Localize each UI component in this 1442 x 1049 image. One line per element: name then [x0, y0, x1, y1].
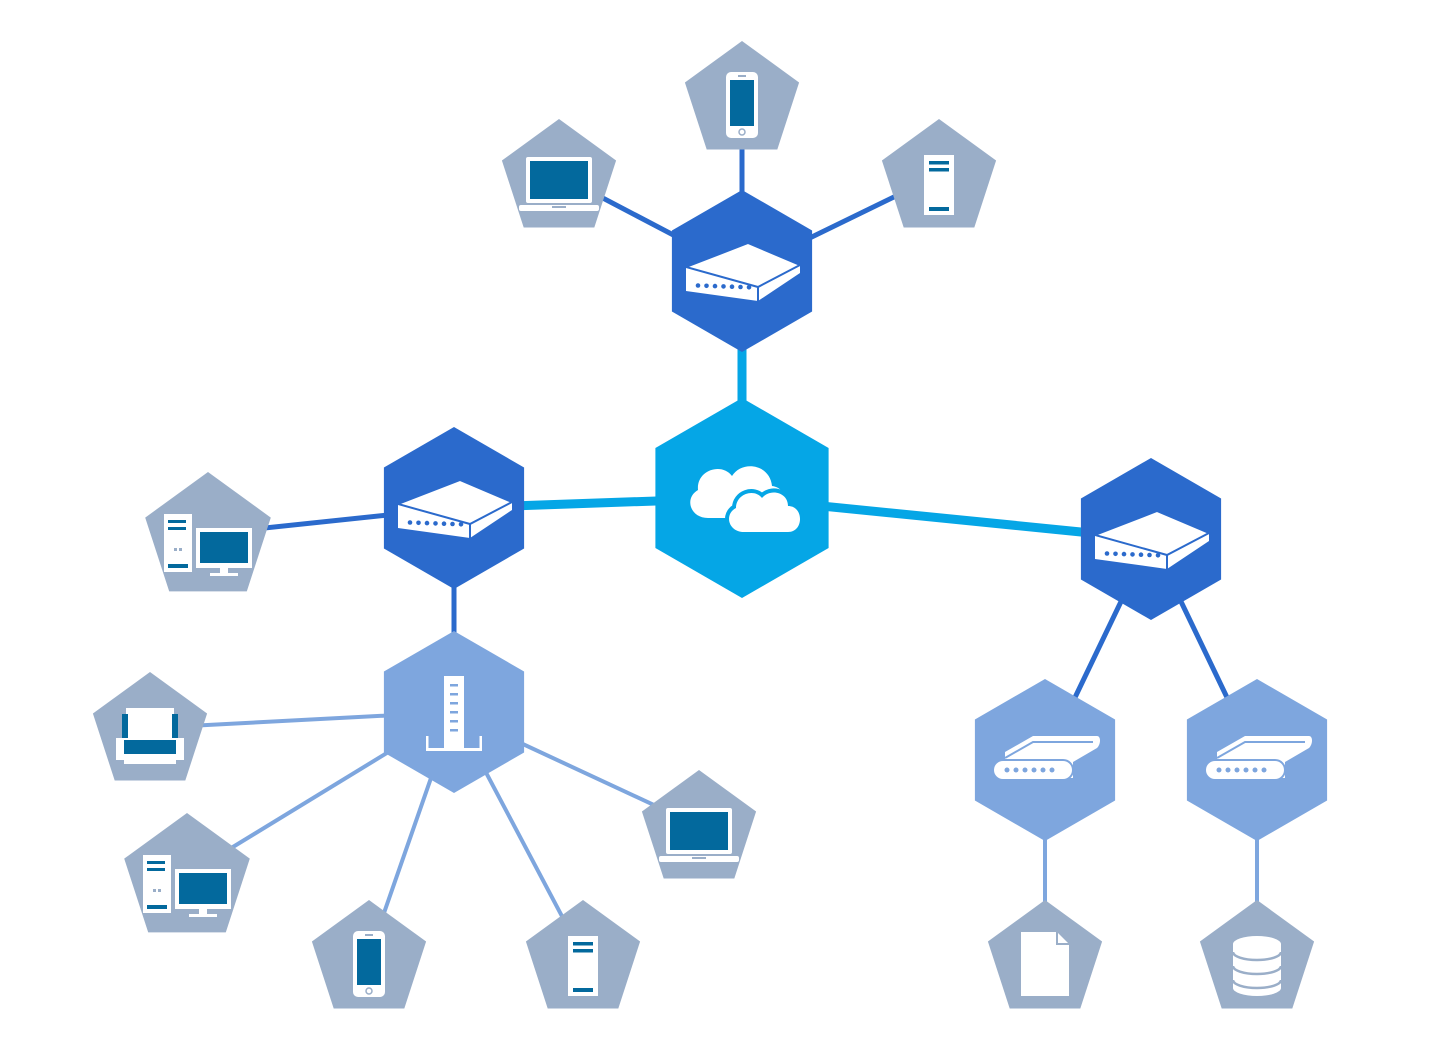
laptop-node-bottom[interactable]	[641, 770, 757, 879]
laptop-node-top[interactable]	[501, 119, 617, 228]
storage-drive-node-2[interactable]	[1186, 679, 1328, 841]
hard-drive-icon	[1204, 736, 1312, 781]
switch-icon	[1091, 509, 1212, 569]
printer-icon	[116, 708, 184, 764]
desktop-node-left[interactable]	[145, 472, 271, 592]
phone-node-bottom[interactable]	[311, 900, 427, 1009]
server-rack-node[interactable]	[383, 631, 525, 793]
desktop-computer-icon	[143, 855, 231, 917]
cloud-icon	[690, 466, 804, 536]
document-node[interactable]	[987, 900, 1103, 1009]
database-node[interactable]	[1199, 900, 1315, 1009]
phone-node-top[interactable]	[684, 41, 800, 150]
desktop-computer-icon	[164, 514, 252, 576]
tower-node-top[interactable]	[881, 119, 997, 228]
tower-computer-icon	[568, 936, 598, 996]
nodes-layer	[92, 41, 1328, 1009]
document-icon	[1021, 932, 1069, 996]
desktop-node-bottom[interactable]	[124, 813, 250, 933]
tower-node-bottom[interactable]	[525, 900, 641, 1009]
switch-right-node[interactable]	[1080, 458, 1222, 620]
switch-icon	[394, 478, 515, 538]
printer-node[interactable]	[92, 672, 208, 781]
switch-top-node[interactable]	[671, 190, 813, 352]
hard-drive-icon	[992, 736, 1100, 781]
phone-icon	[726, 72, 758, 138]
cloud-hub-node[interactable]	[655, 398, 829, 598]
laptop-icon	[519, 157, 599, 211]
switch-icon	[682, 241, 803, 301]
server-rack-icon	[426, 676, 482, 751]
laptop-icon	[659, 808, 739, 862]
switch-left-node[interactable]	[383, 427, 525, 589]
database-icon	[1231, 936, 1283, 996]
storage-drive-node-1[interactable]	[974, 679, 1116, 841]
phone-icon	[353, 931, 385, 997]
tower-computer-icon	[924, 155, 954, 215]
